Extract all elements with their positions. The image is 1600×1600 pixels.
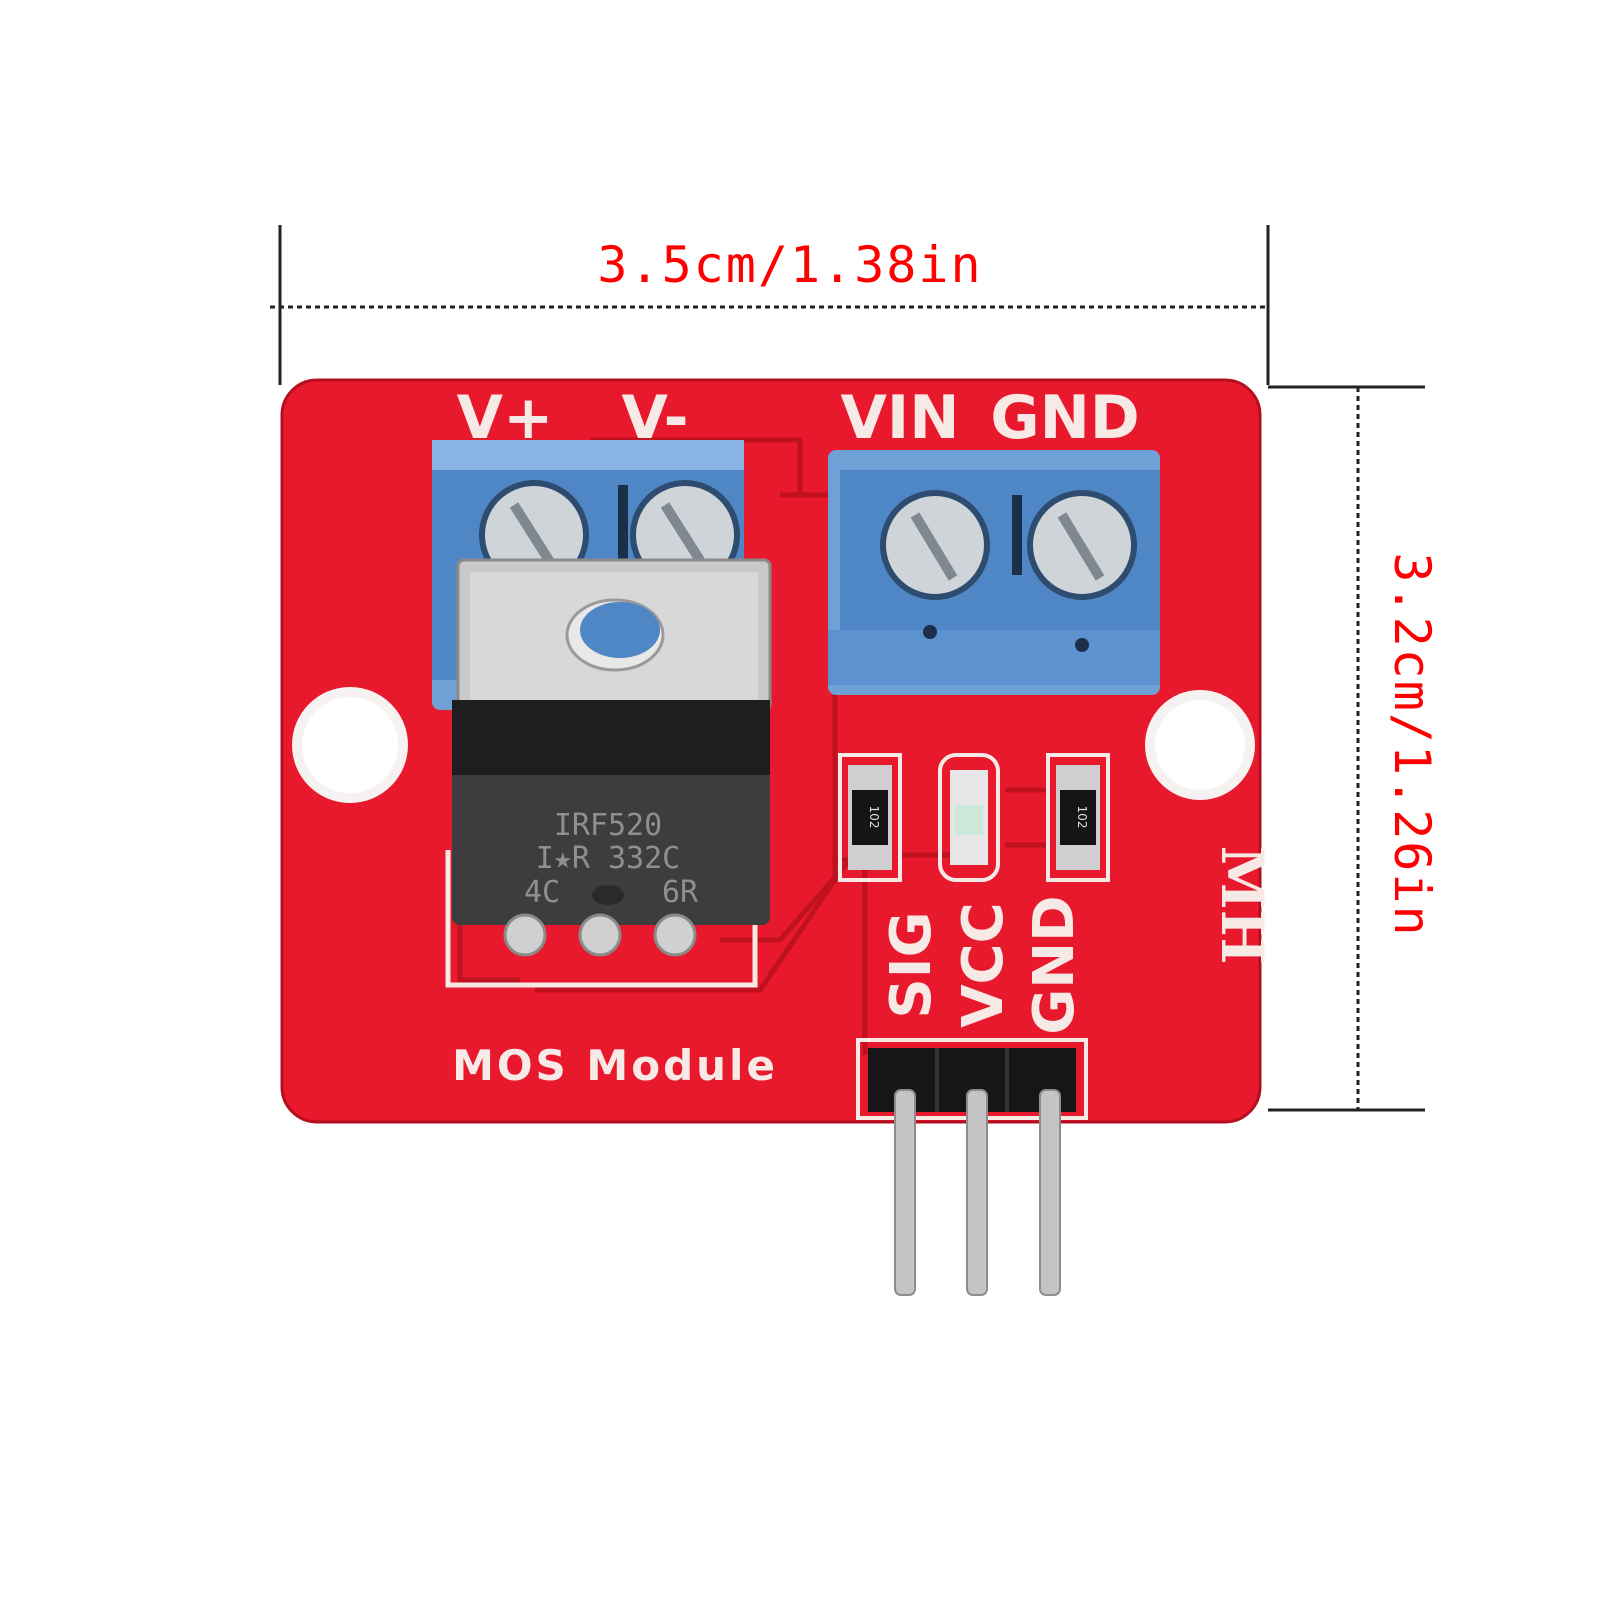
mosfet-transistor: IRF520 I★R 332C 4C 6R (452, 558, 772, 925)
resistor-left: 102 (838, 753, 902, 882)
mosfet-pins (503, 913, 697, 957)
height-dimension: 3.2cm/1.26in (1268, 385, 1441, 1112)
label-vin: VIN (841, 383, 960, 453)
resistor-code: 102 (867, 806, 881, 829)
mosfet-marking-line3-left: 4C (524, 875, 560, 910)
led-indicator (938, 753, 1000, 882)
width-dimension: 3.5cm/1.38in (270, 225, 1270, 385)
height-label: 3.2cm/1.26in (1383, 552, 1441, 937)
resistor-right: 102 (1046, 753, 1110, 882)
label-gnd-terminal: GND (990, 383, 1139, 453)
pcb-edge (280, 378, 1262, 1124)
label-gnd-header: GND (1022, 895, 1087, 1034)
width-label: 3.5cm/1.38in (597, 236, 982, 294)
mounting-hole-right (1145, 690, 1255, 800)
label-sig: SIG (879, 911, 944, 1018)
label-vcc: VCC (951, 902, 1016, 1028)
header-pins (894, 1089, 1061, 1296)
screw-icon (1027, 490, 1137, 600)
mosfet-part-number: IRF520 (554, 808, 662, 843)
pcb-board: V+ V- VIN GND (280, 378, 1276, 1124)
brand-mark: MH (1208, 845, 1276, 964)
module-label: MOS Module (452, 1041, 778, 1090)
mosfet-marking-line2: I★R 332C (536, 841, 681, 876)
mounting-hole-left (292, 687, 408, 803)
resistor-code: 102 (1075, 806, 1089, 829)
mosfet-marking-line3-right: 6R (662, 875, 699, 910)
screw-icon (880, 490, 990, 600)
terminal-block-right (828, 450, 1160, 695)
